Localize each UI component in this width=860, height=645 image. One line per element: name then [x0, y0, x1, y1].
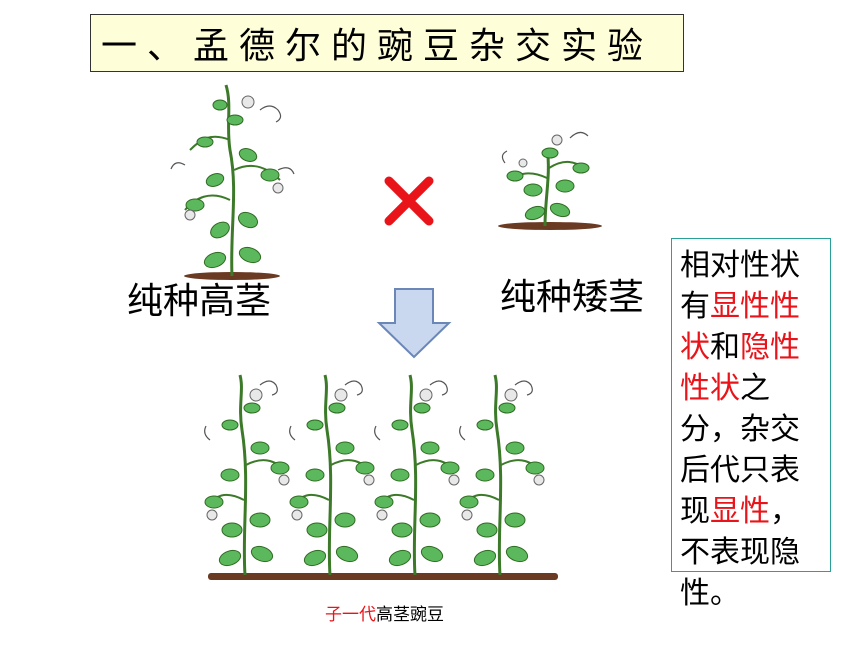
offspring-tall-plants-icon [204, 373, 558, 580]
offspring-caption: 子一代高茎豌豆 [325, 600, 444, 625]
cross-icon [384, 176, 434, 226]
caption-plant: 高茎豌豆 [376, 605, 444, 625]
explanation-note-box: 相对性状有显性性状和隐性性状之分，杂交后代只表现显性，不表现隐性。 [671, 238, 831, 611]
title-text: 一、孟德尔的豌豆杂交实验 [101, 26, 654, 67]
note-text-3: 之分，杂交后代只表现 [680, 371, 800, 529]
caption-generation: 子一代 [325, 605, 376, 625]
slide-title: 一、孟德尔的豌豆杂交实验 [90, 14, 684, 72]
note-recessive-trait: 隐性性状 [680, 330, 800, 406]
tall-pea-plant-icon [170, 84, 295, 280]
note-dominant: 显性 [710, 494, 770, 529]
dwarf-parent-label: 纯种矮茎 [500, 277, 645, 318]
dwarf-pea-plant-icon [498, 131, 602, 230]
note-text-4: ，不表现隐性。 [680, 494, 800, 611]
tall-parent-label: 纯种高茎 [127, 281, 272, 322]
note-text-1: 相对性状有 [680, 248, 800, 324]
offspring-plant-icon [204, 374, 290, 576]
note-dominant-trait: 显性性状 [680, 289, 800, 365]
arrow-down-icon [376, 288, 452, 359]
note-text-2: 和 [710, 330, 740, 365]
